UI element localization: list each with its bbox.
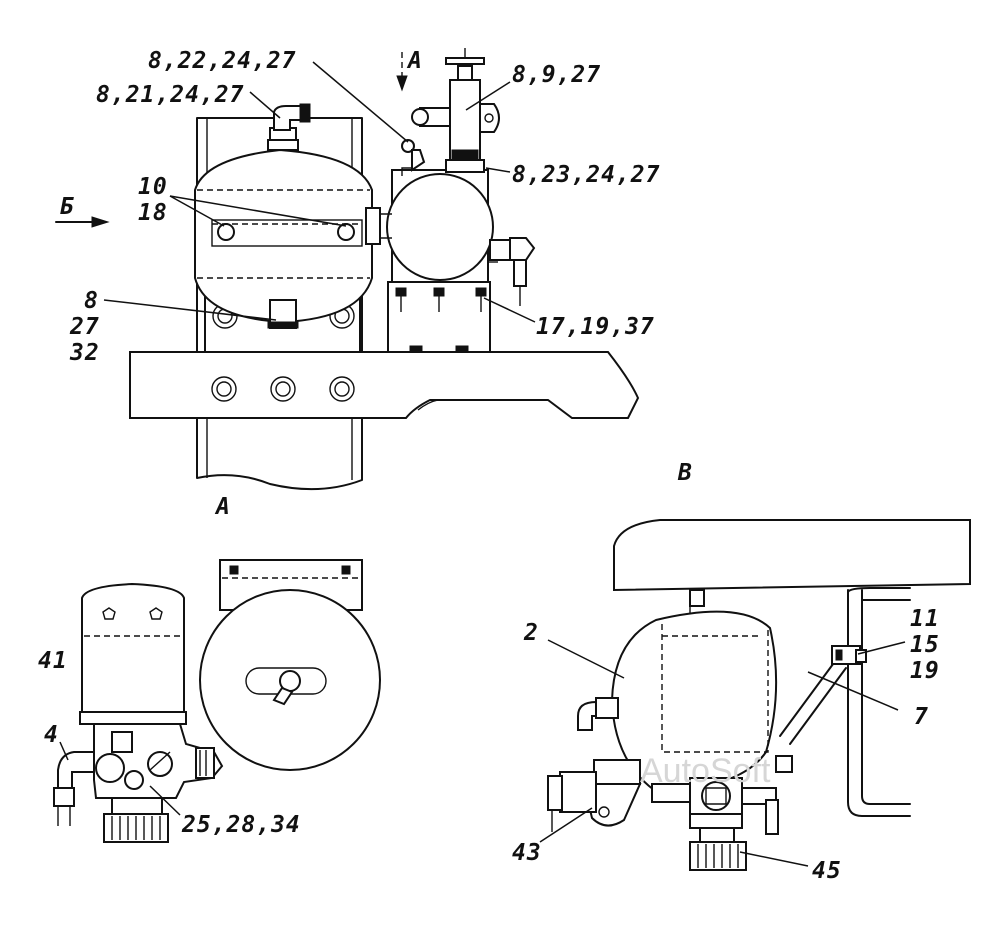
mounting-ear (582, 783, 642, 827)
frame-rail-section (613, 519, 971, 592)
view-a: 41 4 25,28,34 (38, 559, 381, 843)
silencer-45 (689, 841, 747, 871)
dryer-body (386, 173, 494, 281)
callout-41: 41 (38, 648, 68, 674)
air-receiver (194, 148, 373, 324)
callout-45: 45 (812, 858, 842, 884)
arrow-b-left: Б (55, 194, 110, 228)
callout-32: 32 (69, 340, 100, 366)
tank-strap (211, 219, 363, 247)
support-bracket (847, 589, 911, 817)
callout-18: 18 (138, 200, 168, 226)
dryer-cartridge (81, 582, 185, 719)
callout-19: 19 (910, 658, 940, 684)
view-a-caption: A (214, 494, 231, 520)
callout-10: 10 (138, 174, 168, 200)
callout-27: 27 (69, 314, 100, 340)
callout-4: 4 (44, 722, 59, 748)
view-b-caption: B (677, 460, 693, 486)
callout-17-19-37: 17,19,37 (536, 314, 655, 340)
frame-bracket (196, 117, 363, 491)
callout-15: 15 (910, 632, 940, 658)
watermark: AutoSoft (640, 752, 771, 790)
callout-7: 7 (914, 704, 929, 730)
arrow-a-label: A (406, 48, 423, 74)
callout-8-22-24-27: 8,22,24,27 (148, 48, 296, 74)
frame-rail (129, 351, 640, 419)
bracket-bolts (395, 287, 487, 353)
callout-2: 2 (523, 620, 539, 646)
callout-8-21-24-27: 8,21,24,27 (96, 82, 244, 108)
lower-manifold (593, 759, 641, 785)
arrow-a-top: A (396, 48, 423, 92)
view-b: 2 11 15 19 7 43 45 AutoSoft (512, 519, 971, 884)
main-view: A Б 8,22,24,27 8,21,24,27 8,9,27 8,23,24… (55, 48, 693, 520)
callout-8: 8 (84, 288, 99, 314)
callout-11: 11 (910, 606, 940, 632)
callout-8-23-24-27: 8,23,24,27 (512, 162, 660, 188)
callout-8-9-27: 8,9,27 (512, 62, 601, 88)
callout-43: 43 (512, 840, 542, 866)
arrow-b-label: Б (60, 194, 75, 220)
rail-bolts (211, 376, 355, 402)
callout-25-28-34: 25,28,34 (181, 812, 301, 838)
